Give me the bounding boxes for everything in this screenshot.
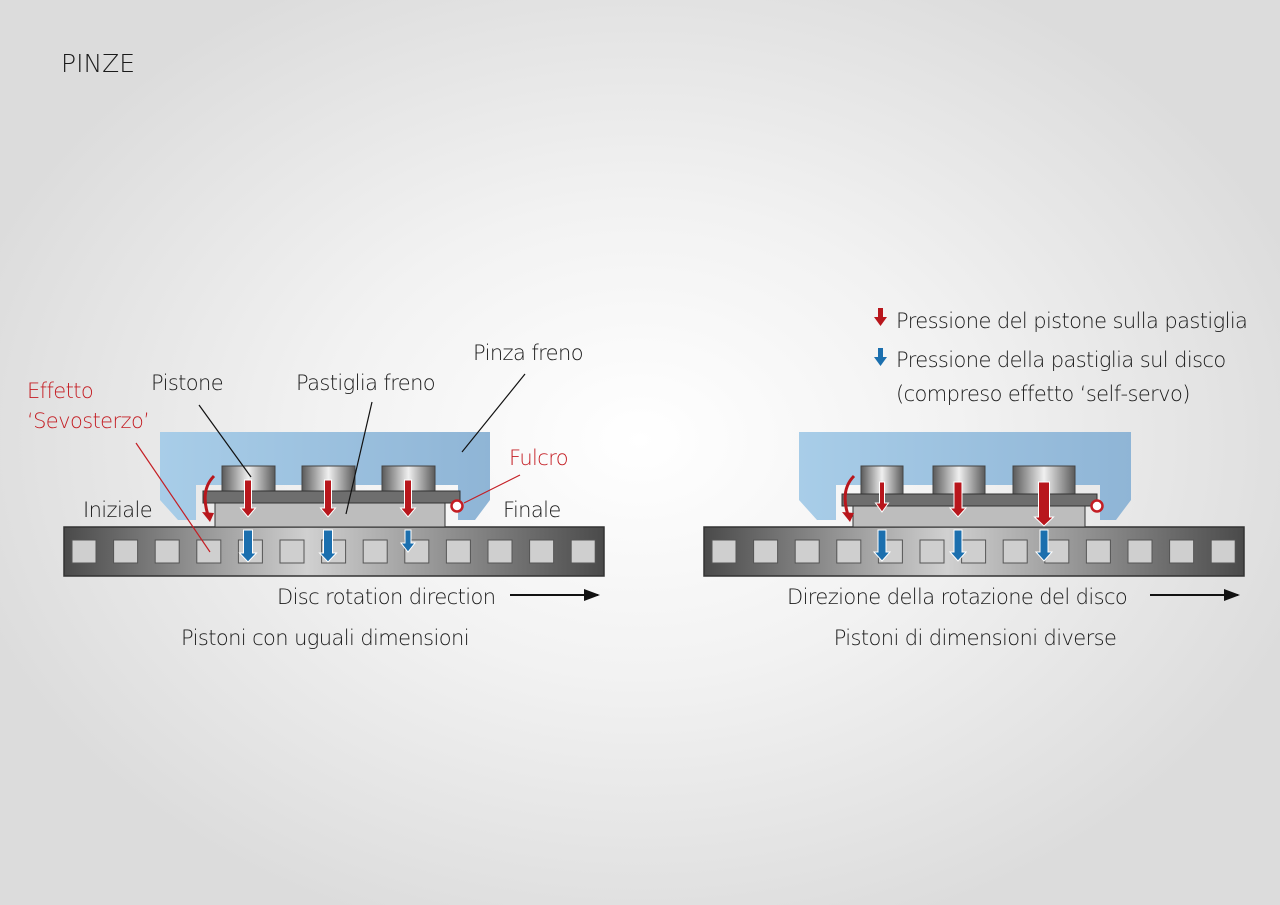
diagram-equal-pistons (63, 432, 605, 577)
self-servo-curved-arrow (843, 474, 856, 516)
disc-slot (71, 539, 97, 564)
disc-slot (362, 539, 388, 564)
disc-slot (154, 539, 180, 564)
legend-blue-arrow-icon (874, 348, 887, 366)
label-pistone: Pistone (151, 371, 223, 395)
fulcrum-icon (450, 499, 464, 513)
label-finale: Finale (503, 498, 561, 522)
piston-pressure-arrow (874, 481, 890, 513)
disc-slot (711, 539, 737, 564)
legend-pad-pressure-note: (compreso effetto ‘self-servo) (896, 382, 1190, 406)
pad-pressure-arrow (399, 529, 417, 553)
disc-slot (836, 539, 862, 564)
disc-slot (279, 539, 305, 564)
disc-slot (445, 539, 471, 564)
disc-slot (570, 539, 596, 564)
self-servo-curved-arrow (203, 474, 216, 516)
leader-line-pastiglia (345, 401, 373, 515)
diagram-different-pistons (703, 432, 1245, 577)
pad-pressure-arrow (318, 529, 338, 563)
leader-line-pistone (198, 404, 252, 478)
page-title: PINZE (61, 49, 135, 78)
label-pinza-freno: Pinza freno (473, 341, 583, 365)
disc-slot (1002, 539, 1028, 564)
pad-pressure-arrow (948, 529, 968, 562)
pad-pressure-arrow (872, 529, 892, 562)
piston-pressure-arrow (1033, 481, 1055, 527)
caption-right: Pistoni di dimensioni diverse (834, 626, 1117, 650)
self-servo-arrowhead-icon (202, 512, 214, 522)
legend-pad-pressure: Pressione della pastiglia sul disco (896, 348, 1226, 372)
piston (932, 465, 986, 495)
piston-pressure-arrow (948, 481, 968, 518)
piston-pressure-arrow (399, 479, 417, 518)
disc-slot (487, 539, 513, 564)
label-pastiglia-freno: Pastiglia freno (296, 371, 435, 395)
disc-slot (196, 539, 222, 564)
leader-line-fulcro (463, 474, 521, 504)
disc-slot (1210, 539, 1236, 564)
label-fulcro: Fulcro (509, 446, 568, 470)
piston-pressure-arrow (239, 479, 257, 518)
self-servo-arrowhead-icon (842, 512, 854, 522)
pad-pressure-arrow (238, 529, 258, 563)
disc-slot (529, 539, 555, 564)
disc-slot (113, 539, 139, 564)
disc-slot (919, 539, 945, 564)
leader-line-sevosterzo (135, 442, 211, 553)
leader-line-pinza (461, 373, 526, 453)
legend-piston-pressure: Pressione del pistone sulla pastiglia (896, 309, 1247, 333)
disc-slot (1127, 539, 1153, 564)
disc-slot (1169, 539, 1195, 564)
brake-pad (852, 505, 1086, 528)
fulcrum-icon (1090, 499, 1104, 513)
disc-slot (753, 539, 779, 564)
disc-slot (1085, 539, 1111, 564)
legend-red-arrow-icon (874, 308, 887, 326)
pad-pressure-arrow (1034, 529, 1054, 562)
caption-left: Pistoni con uguali dimensioni (181, 626, 469, 650)
disc-rotation-direction-label-right: Direzione della rotazione del disco (787, 585, 1127, 609)
disc-slot (794, 539, 820, 564)
label-effetto: Effetto (27, 379, 93, 403)
disc-rotation-direction-label: Disc rotation direction (277, 585, 495, 609)
label-iniziale: Iniziale (83, 498, 152, 522)
piston-pressure-arrow (319, 479, 337, 518)
label-sevosterzo: ‘Sevosterzo’ (27, 409, 149, 433)
